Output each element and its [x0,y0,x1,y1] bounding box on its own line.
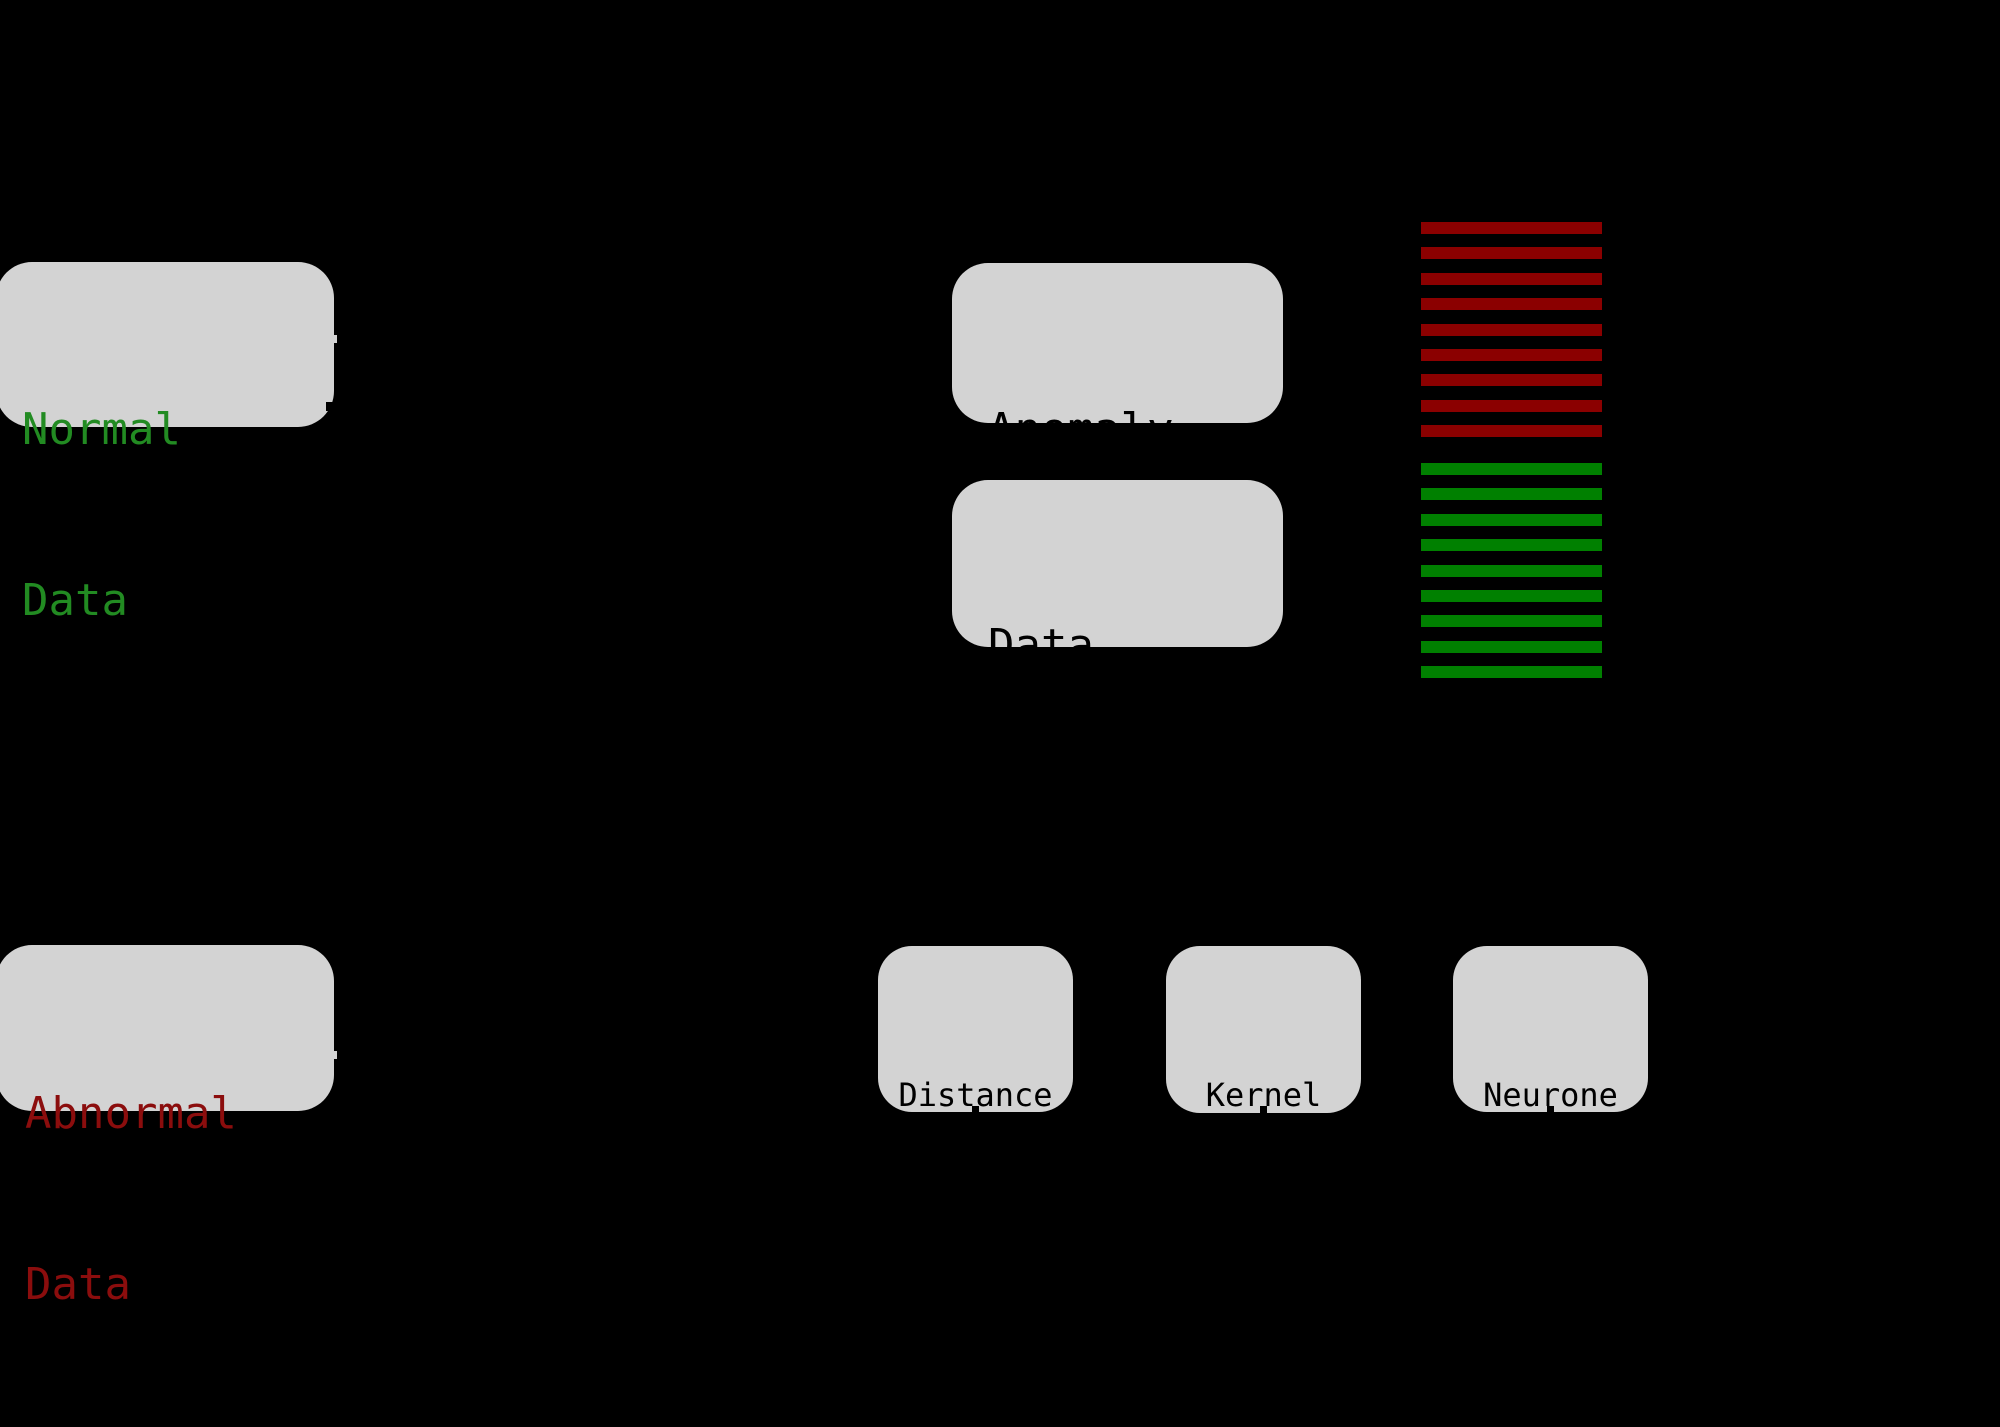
anomalous-records-stripe [1421,399,1602,412]
kernel-based-label-line2: Based [1205,1208,1303,1246]
distance-based-label: Distance Based [878,985,1073,1337]
normal-records-stripe [1421,463,1602,475]
abnormal-data-label-line1: Abnormal [25,1088,237,1139]
normal-records-stripe [1421,539,1602,552]
kernel-based-node: Kernel Based [1166,946,1361,1246]
neurone-based-label-line2: Based [1483,1208,1580,1246]
data-augmenter-label: Data Augmenter [988,503,1226,959]
anomalous-records-stripe [1421,348,1602,361]
hidden-arrow-tip [1547,1106,1554,1115]
anomalous-records-stripe [1421,298,1602,311]
hidden-arrow-tip [1260,1106,1267,1115]
kernel-based-label: Kernel Based [1166,985,1361,1337]
abnormal-data-node: Abnormal Data [0,945,334,1310]
abnormal-node-edge-stub [330,1051,337,1059]
distance-based-node: Distance Based [878,946,1073,1246]
anomalous-records-stripe [1421,323,1602,336]
normal-records-stripe [1421,564,1602,577]
anomalous-records-stripe [1421,222,1602,234]
hidden-arrow-tip [326,402,333,411]
normal-records-stripe [1421,589,1602,602]
anomalous-records-stripe [1421,247,1602,260]
normal-records-stripe [1421,513,1602,526]
data-augmenter-label-line2: Augmenter [988,791,1227,842]
anomalous-records-stripe [1421,272,1602,285]
anomaly-generator-node: Anomaly Generator [952,263,1283,626]
neurone-based-node: Neurone Based [1453,946,1648,1246]
hidden-arrow-tip [972,1106,979,1115]
data-augmenter-label-line1: Data [988,620,1094,671]
anomaly-generator-label-line1: Anomaly [988,404,1174,455]
neurone-based-label: Neurone Based [1453,985,1648,1337]
normal-records-stripe [1421,488,1602,501]
normal-data-node: Normal Data [0,262,334,626]
distance-based-label-line2: Based [898,1208,995,1246]
anomalous-records-stack [1421,222,1602,438]
normal-records-stack [1421,463,1602,679]
normal-records-stripe [1421,615,1602,628]
normal-data-label: Normal Data [22,287,181,743]
anomalous-records-stripe [1421,425,1602,438]
normal-records-stripe [1421,640,1602,653]
abnormal-data-label: Abnormal Data [25,971,237,1427]
normal-data-label-line2: Data [22,575,128,626]
normal-node-edge-stub [330,335,337,343]
normal-records-stripe [1421,666,1602,679]
anomalous-records-stripe [1421,374,1602,387]
normal-data-label-line1: Normal [22,404,181,455]
data-augmenter-node: Data Augmenter [952,480,1283,842]
